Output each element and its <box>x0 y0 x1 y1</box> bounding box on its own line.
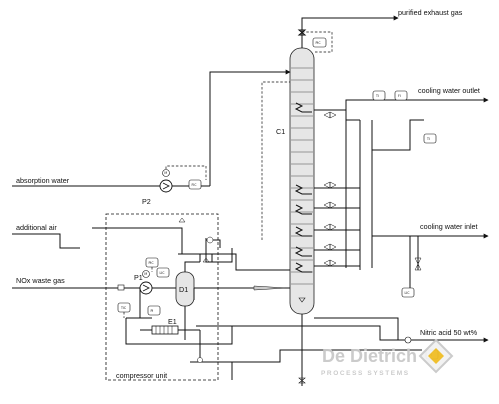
drain-valve-icon <box>197 357 203 363</box>
bottom-valve-icon <box>298 377 306 384</box>
temperature-indicator-e1-icon: TIC <box>117 302 131 313</box>
nitric-acid-label: Nitric acid 50 wt% <box>420 328 478 337</box>
compressor-unit-box <box>105 213 219 381</box>
svg-text:PROCESS SYSTEMS: PROCESS SYSTEMS <box>321 370 410 377</box>
column-label: C1 <box>276 127 285 136</box>
nox-inlet-fitting-icon <box>117 284 125 291</box>
compressor-p1-icon <box>139 281 153 295</box>
drum-d1-label: D1 <box>179 285 188 294</box>
pump-p2-icon <box>159 179 173 193</box>
logo-diamond-icon <box>418 338 454 374</box>
compressor-unit-label: compressor unit <box>116 371 167 380</box>
motor-p1-icon: M <box>142 270 150 278</box>
heat-exchanger-e1-label: E1 <box>168 317 177 326</box>
absorption-water-label: absorption water <box>16 176 70 185</box>
nox-waste-gas-label: NOx waste gas <box>16 276 65 285</box>
additional-air-label: additional air <box>16 223 57 232</box>
svg-text:TI: TI <box>375 94 379 98</box>
svg-text:M: M <box>144 272 147 276</box>
flow-indicator-1-icon: FI <box>394 90 408 101</box>
inlet-valve-icon <box>414 257 422 271</box>
svg-text:FI: FI <box>398 94 401 98</box>
absorption-column <box>289 47 315 315</box>
level-indicator-d1-icon: LIC <box>156 267 170 278</box>
svg-text:LIC: LIC <box>160 271 166 275</box>
svg-text:TIC: TIC <box>120 306 127 310</box>
cooling-water-outlet-label: cooling water outlet <box>418 86 480 95</box>
cooling-water-inlet-label: cooling water inlet <box>420 222 478 231</box>
heat-exchanger-e1 <box>151 325 179 335</box>
pressure-indicator-e1-icon: PI <box>147 305 161 316</box>
svg-text:FIC: FIC <box>192 183 198 187</box>
pump-p2-label: P2 <box>142 197 151 206</box>
temperature-indicator-2-icon: TI <box>423 133 437 144</box>
svg-text:LIC: LIC <box>405 291 411 295</box>
flow-controller-p2-icon: FIC <box>188 179 202 190</box>
pressure-indicator-p1-icon: PIC <box>145 257 159 268</box>
purified-exhaust-gas-label: purified exhaust gas <box>398 8 463 17</box>
air-valve-icon <box>178 217 186 223</box>
compressor-p1-label: P1 <box>134 273 143 282</box>
motor-p2-icon: M <box>162 169 170 177</box>
company-logo: De Dietrich PROCESS SYSTEMS <box>321 338 454 377</box>
temperature-indicator-1-icon: TI <box>372 90 386 101</box>
svg-text:PIC: PIC <box>149 261 155 265</box>
coil-valves-icon <box>323 181 337 267</box>
svg-text:De Dietrich: De Dietrich <box>322 346 417 366</box>
acid-valve-icon <box>404 336 412 344</box>
svg-text:M: M <box>164 171 167 175</box>
pressure-indicator-top-icon: PIC <box>312 37 327 48</box>
svg-text:PI: PI <box>151 309 154 313</box>
svg-text:TI: TI <box>426 137 430 141</box>
level-controller-bottom-icon: LIC <box>401 287 415 298</box>
recycle-valve-icon <box>202 236 214 263</box>
coil-valve-1-icon <box>323 111 337 119</box>
svg-text:PIC: PIC <box>316 41 322 45</box>
